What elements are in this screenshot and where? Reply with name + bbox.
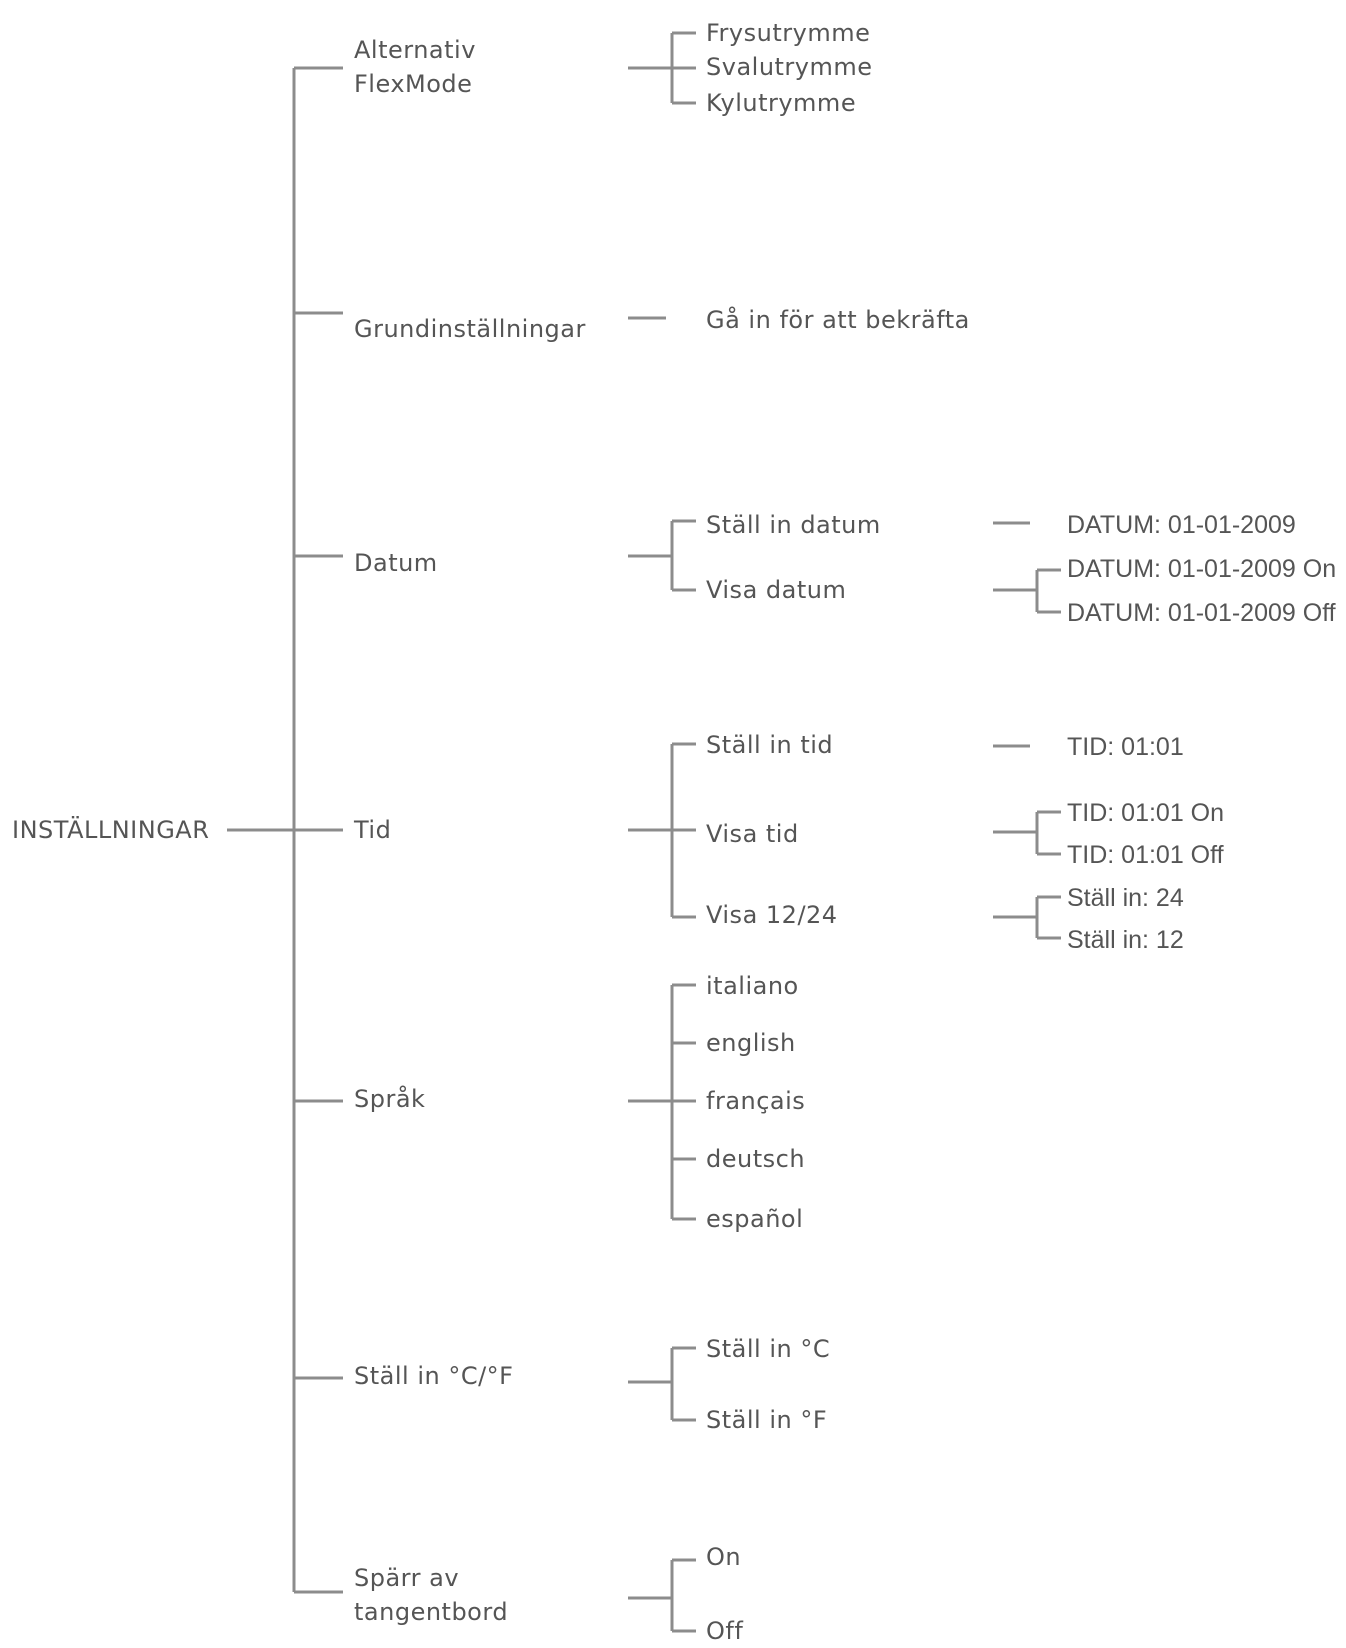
option-lock-on: On [706, 1543, 742, 1571]
option-visa-datum: Visa datum [706, 576, 847, 604]
menu-item-datum: Datum [354, 549, 438, 577]
menu-item-keyboard-lock: Spärr av tangentbord [354, 1564, 509, 1626]
option-frysutrymme: Frysutrymme [706, 19, 871, 47]
option-stall-in-tid: Ställ in tid [706, 731, 834, 759]
option-francais: français [706, 1087, 806, 1115]
option-lock-off: Off [706, 1617, 744, 1645]
option-fahrenheit: Ställ in °F [706, 1406, 828, 1434]
menu-item-sprak: Språk [354, 1085, 426, 1113]
sparr-connectors [628, 1558, 696, 1633]
root-connectors [227, 66, 343, 1594]
menu-item-tid: Tid [354, 816, 392, 844]
value-tid: TID: 01:01 [1067, 733, 1184, 761]
menu-item-grundinstallningar: Grundinställningar [354, 315, 586, 343]
value-tid-off: TID: 01:01 Off [1067, 841, 1224, 869]
value-datum-off: DATUM: 01-01-2009 Off [1067, 599, 1336, 627]
option-kylutrymme: Kylutrymme [706, 89, 857, 117]
datum-connectors [628, 519, 1061, 614]
option-celsius: Ställ in °C [706, 1335, 831, 1363]
option-english: english [706, 1029, 796, 1057]
value-format-24: Ställ in: 24 [1067, 884, 1184, 912]
value-datum: DATUM: 01-01-2009 [1067, 511, 1296, 539]
option-espanol: español [706, 1205, 804, 1233]
flexmode-connectors [628, 31, 696, 105]
value-format-12: Ställ in: 12 [1067, 926, 1184, 954]
option-stall-in-datum: Ställ in datum [706, 511, 881, 539]
value-tid-on: TID: 01:01 On [1067, 799, 1225, 827]
option-visa-tid: Visa tid [706, 820, 799, 848]
option-visa-12-24: Visa 12/24 [706, 901, 838, 929]
option-italiano: italiano [706, 972, 799, 1000]
root-label: INSTÄLLNINGAR [12, 816, 210, 844]
menu-item-temperature-unit: Ställ in °C/°F [354, 1362, 514, 1390]
temp-connectors [628, 1346, 696, 1422]
menu-item-flexmode: Alternativ FlexMode [354, 36, 476, 98]
tid-connectors [628, 742, 1061, 940]
option-svalutrymme: Svalutrymme [706, 53, 873, 81]
sprak-connectors [628, 983, 696, 1221]
value-datum-on: DATUM: 01-01-2009 On [1067, 555, 1337, 583]
option-confirm: Gå in för att bekräfta [706, 306, 970, 334]
option-deutsch: deutsch [706, 1145, 806, 1173]
